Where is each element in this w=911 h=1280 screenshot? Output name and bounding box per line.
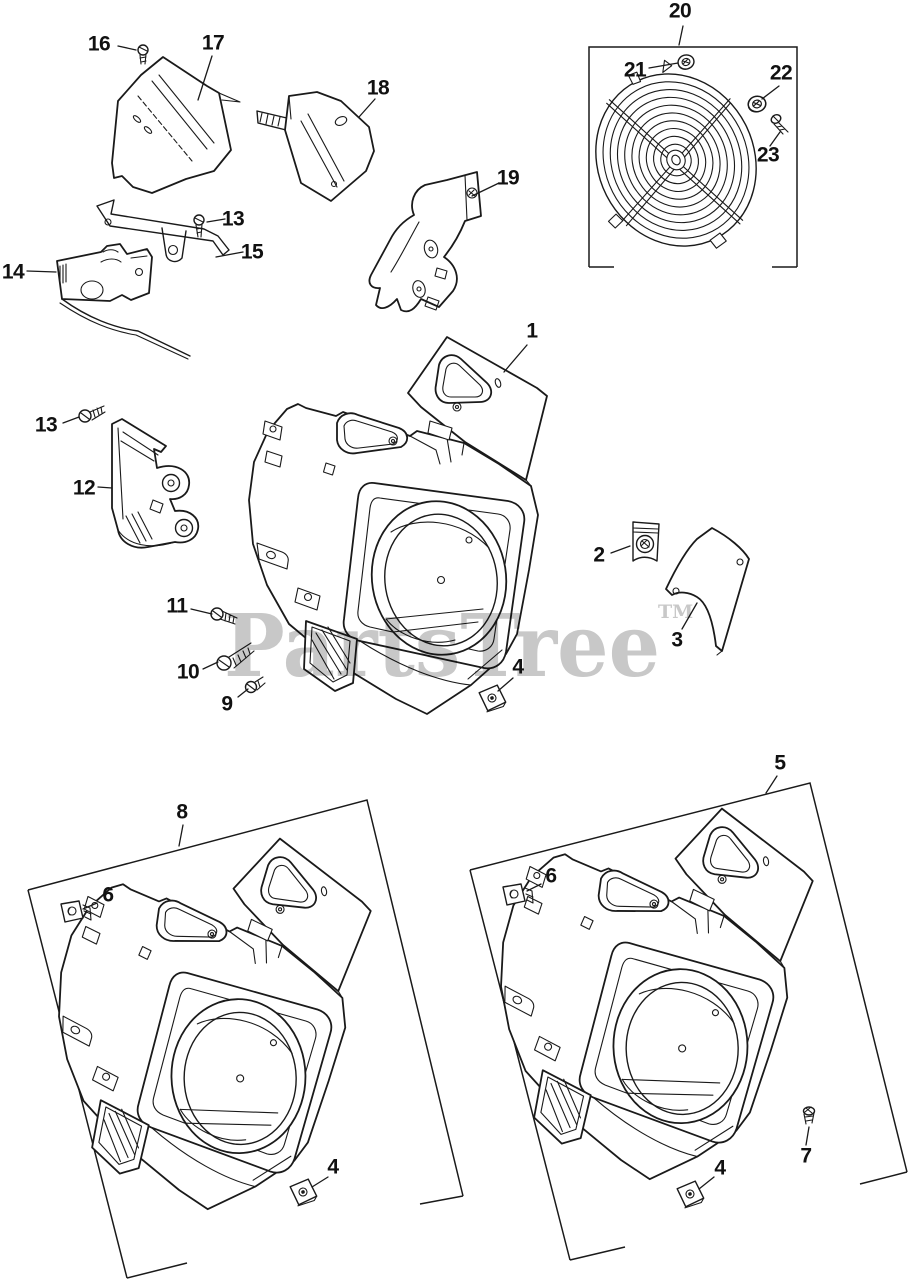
part-20-fan-guard bbox=[595, 59, 757, 249]
callout-7[interactable]: 7 bbox=[800, 1144, 812, 1168]
callout-13-left[interactable]: 13 bbox=[34, 413, 58, 437]
variant-group-border-right bbox=[469, 782, 908, 1261]
part-19-bracket bbox=[368, 171, 482, 313]
callout-4-center[interactable]: 4 bbox=[512, 655, 524, 679]
fan-guard-detail-box bbox=[588, 46, 798, 268]
callout-20[interactable]: 20 bbox=[668, 0, 692, 23]
callout-6-left[interactable]: 6 bbox=[102, 883, 114, 907]
part-17-heat-baffle bbox=[111, 56, 241, 194]
callout-17[interactable]: 17 bbox=[201, 31, 225, 55]
part-1-blower-housing bbox=[248, 336, 548, 715]
callout-19[interactable]: 19 bbox=[496, 166, 520, 190]
callout-13-top[interactable]: 13 bbox=[221, 207, 245, 231]
part-18-baffle bbox=[256, 91, 375, 202]
callout-5[interactable]: 5 bbox=[774, 751, 786, 775]
callout-8[interactable]: 8 bbox=[176, 800, 188, 824]
callout-10[interactable]: 10 bbox=[176, 660, 200, 684]
part-11-screw bbox=[210, 607, 238, 625]
part-9-screw bbox=[244, 676, 266, 694]
callout-1[interactable]: 1 bbox=[526, 319, 538, 343]
variant-group-border-left bbox=[27, 799, 464, 1279]
part-13-screw-top bbox=[193, 214, 205, 238]
part-12-bracket bbox=[111, 418, 200, 549]
part-10-screw bbox=[216, 642, 255, 671]
callout-9[interactable]: 9 bbox=[221, 692, 233, 716]
callout-4-left[interactable]: 4 bbox=[327, 1155, 339, 1179]
callout-leader-lines bbox=[26, 25, 810, 1190]
callout-2[interactable]: 2 bbox=[593, 543, 605, 567]
part-21-nut bbox=[675, 52, 697, 72]
callout-18[interactable]: 18 bbox=[366, 76, 390, 100]
callout-4-right[interactable]: 4 bbox=[714, 1156, 726, 1180]
part-7-screw bbox=[802, 1106, 816, 1125]
part-5-blower-housing-variant bbox=[472, 780, 822, 1197]
part-4-square-nut-center bbox=[477, 683, 508, 714]
part-16-screw bbox=[137, 44, 149, 65]
part-4-square-nut-right bbox=[675, 1179, 706, 1210]
callout-6-right[interactable]: 6 bbox=[545, 864, 557, 888]
callout-11[interactable]: 11 bbox=[166, 594, 188, 618]
callout-12[interactable]: 12 bbox=[72, 476, 96, 500]
callout-22[interactable]: 22 bbox=[769, 61, 793, 85]
part-2-clip-nut bbox=[632, 521, 660, 562]
part-14-baffle bbox=[56, 243, 191, 360]
callout-21[interactable]: 21 bbox=[623, 58, 647, 82]
callout-23[interactable]: 23 bbox=[756, 143, 780, 167]
callout-16[interactable]: 16 bbox=[87, 32, 111, 56]
part-3-shield-plate bbox=[665, 527, 750, 656]
part-4-square-nut-left bbox=[288, 1177, 319, 1208]
part-13-screw-left bbox=[78, 405, 106, 423]
part-15-bracket bbox=[96, 199, 230, 263]
callout-3[interactable]: 3 bbox=[671, 628, 683, 652]
callout-14[interactable]: 14 bbox=[1, 260, 25, 284]
callout-15[interactable]: 15 bbox=[240, 240, 264, 264]
part-23-screw bbox=[770, 114, 789, 135]
